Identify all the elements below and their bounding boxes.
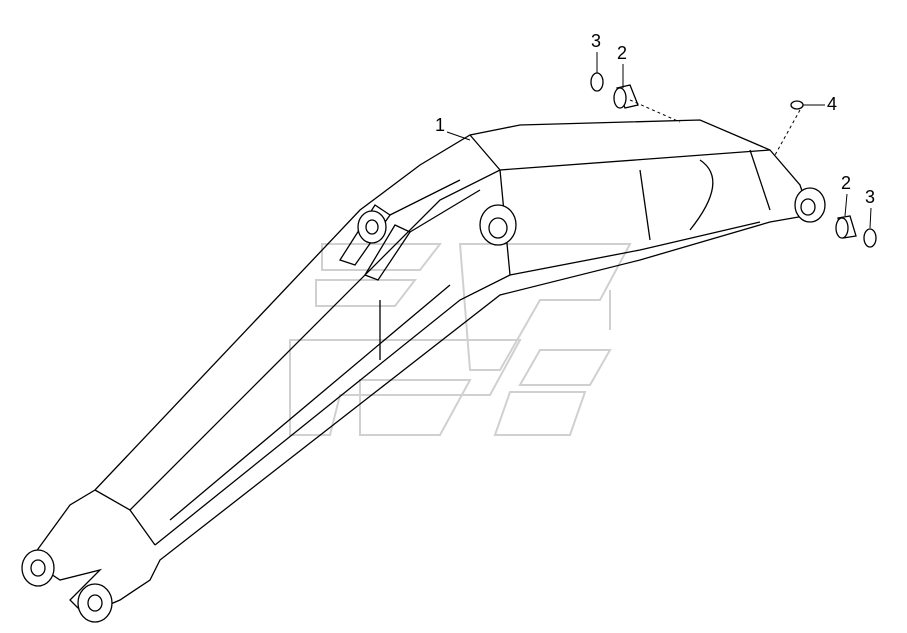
callout-3-seal-ring-right: 3 [865, 187, 876, 207]
seal-ring-3a [590, 72, 604, 92]
boom [29, 119, 811, 616]
callout-2-bushing-right: 2 [841, 173, 852, 193]
leader-lines [446, 52, 872, 229]
parts [590, 72, 877, 248]
grease-nipple-4 [790, 100, 804, 110]
callout-2-bushing: 2 [617, 43, 628, 63]
callout-3-seal-ring: 3 [591, 31, 602, 51]
callout-4-grease-nipple: 4 [827, 94, 838, 114]
watermark-logo [289, 243, 632, 436]
pin-bosses [21, 187, 826, 623]
callout-1-boom: 1 [435, 115, 446, 135]
seal-ring-3b [863, 228, 877, 248]
